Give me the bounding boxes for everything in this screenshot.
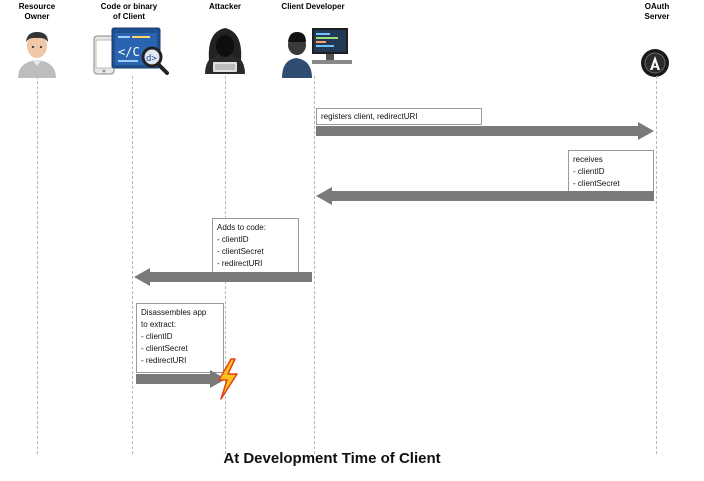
- actor-label-attacker: Attacker: [208, 2, 241, 11]
- developer-at-computer-icon: [282, 28, 352, 78]
- arrow-code-to-attacker: [136, 370, 226, 388]
- note-disassembles-app: Disassembles app to extract: - clientID …: [136, 303, 224, 373]
- code-inspect-icon: </C d>: [93, 27, 169, 75]
- oauth-logo-icon: [641, 49, 669, 77]
- lightning-bolt-icon: [218, 358, 238, 400]
- user-icon: [18, 32, 56, 78]
- hooded-attacker-icon: [205, 28, 245, 74]
- arrow-oauth-to-developer: [316, 187, 654, 205]
- lifeline-client-developer: [314, 76, 315, 454]
- note-adds-to-code: Adds to code: - clientID - clientSecret …: [212, 218, 299, 273]
- lifeline-resource-owner: [37, 76, 38, 454]
- lifeline-oauth-server: [656, 76, 657, 454]
- note-receives-credentials: receives - clientID - clientSecret: [568, 150, 654, 193]
- lifeline-code-or-binary: [132, 76, 133, 454]
- diagram-title: At Development Time of Client: [223, 450, 441, 467]
- note-registers-client: registers client, redirectURI: [316, 108, 482, 125]
- arrow-developer-to-code: [134, 268, 312, 286]
- svg-text:</C: </C: [118, 45, 140, 59]
- svg-text:d>: d>: [146, 54, 157, 64]
- actor-label-client-developer: Client Developer: [281, 2, 345, 11]
- arrow-developer-to-oauth: [316, 122, 654, 140]
